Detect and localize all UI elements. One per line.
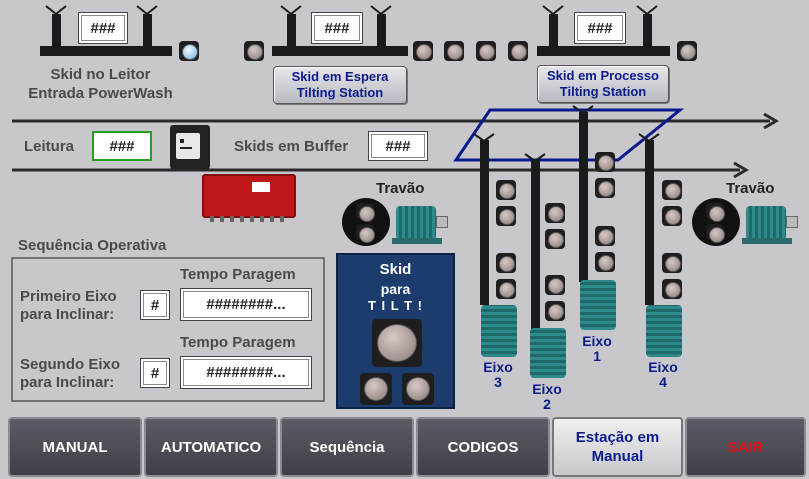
axis4-label: Eixo 4	[643, 360, 683, 390]
buffer-lamp-3	[508, 41, 528, 61]
axis1-motor-icon	[580, 280, 616, 330]
time-header-2: Tempo Paragem	[180, 334, 296, 351]
second-time-input[interactable]: ########...	[180, 356, 312, 389]
axis4-sensor-top	[662, 180, 682, 200]
first-axis-label-line2: para Inclinar:	[20, 306, 115, 323]
station1-label-line2: Entrada PowerWash	[28, 85, 173, 102]
axis2-sensor-2	[545, 229, 565, 249]
first-axis-input[interactable]: #	[140, 290, 170, 320]
axis4-label-name: Eixo	[648, 359, 678, 375]
nav-sair-button[interactable]: SAIR	[685, 417, 806, 477]
tilt-panel: Skid para T I L T !	[336, 253, 455, 409]
axis2-label: Eixo 2	[527, 382, 567, 412]
second-axis-label: Segundo Eixo para Inclinar:	[20, 356, 120, 392]
axis2-label-name: Eixo	[532, 381, 562, 397]
station3-button[interactable]: Skid em Processo Tilting Station	[537, 65, 669, 103]
tilt-aux-button-left[interactable]	[360, 373, 392, 405]
station1-lamp	[179, 41, 199, 61]
station3-skid-id: ###	[574, 12, 626, 44]
first-time-input[interactable]: ########...	[180, 288, 312, 321]
axis4-sensor-4	[662, 279, 682, 299]
nav-estacao-line2: Manual	[591, 448, 644, 465]
station1-skid-id: ###	[78, 12, 128, 44]
nav-codigos-button[interactable]: CODIGOS	[416, 417, 550, 477]
controller-unit-icon	[202, 174, 296, 222]
axis3-sensor-4	[496, 279, 516, 299]
axis1-sensor-2	[595, 178, 615, 198]
buffer-label: Skids em Buffer	[234, 138, 349, 155]
axis1-sensor-top	[595, 152, 615, 172]
first-axis-label-line1: Primeiro Eixo	[20, 288, 117, 305]
axis1-sensor-4	[595, 252, 615, 272]
axis2-sensor-top	[545, 203, 565, 223]
tilt-panel-line1: Skid	[379, 261, 412, 278]
nav-automatico-button[interactable]: AUTOMATICO	[144, 417, 278, 477]
axis4-label-number: 4	[659, 374, 667, 390]
nav-estacao-manual-button[interactable]: Estação em Manual	[552, 417, 683, 477]
tilt-button[interactable]	[372, 319, 422, 367]
axis2-motor-icon	[530, 328, 566, 378]
axis4-sensor-2	[662, 206, 682, 226]
second-axis-label-line1: Segundo Eixo	[20, 356, 121, 373]
station2-skid-id: ###	[311, 12, 363, 44]
station2-lamp-right	[413, 41, 433, 61]
axis3-sensor-top	[496, 180, 516, 200]
brake-right-disc	[692, 198, 740, 246]
axis1-label: Eixo 1	[577, 334, 617, 364]
station1-label: Skid no Leitor Entrada PowerWash	[18, 65, 183, 103]
brake-right-label: Travão	[726, 180, 775, 197]
axis1-label-number: 1	[593, 348, 601, 364]
axis3-motor-icon	[481, 305, 517, 357]
time-header-1: Tempo Paragem	[180, 266, 296, 283]
brake-left-motor-icon	[392, 202, 450, 246]
nav-manual-button[interactable]: MANUAL	[8, 417, 142, 477]
station2-lamp-left	[244, 41, 264, 61]
sequence-title: Sequência Operativa	[18, 237, 167, 254]
axis4-sensor-3	[662, 253, 682, 273]
second-axis-label-line2: para Inclinar:	[20, 374, 115, 391]
axis4-motor-icon	[646, 305, 682, 357]
axis3-sensor-3	[496, 253, 516, 273]
buffer-value: ###	[368, 131, 428, 161]
axis3-sensor-2	[496, 206, 516, 226]
axis3-label: Eixo 3	[478, 360, 518, 390]
station2-label-line1: Skid em Espera	[291, 69, 389, 84]
axis2-sensor-4	[545, 301, 565, 321]
brake-right-motor-icon	[742, 202, 800, 246]
nav-estacao-line1: Estação em	[575, 429, 660, 446]
axis1-sensor-3	[595, 226, 615, 246]
tilt-panel-line3: T I L T !	[368, 298, 423, 313]
buffer-lamp-1	[444, 41, 464, 61]
station3-label-line2: Tilting Station	[559, 84, 647, 99]
brake-left-disc	[342, 198, 390, 246]
station3-label-line1: Skid em Processo	[547, 68, 659, 83]
axis2-sensor-3	[545, 275, 565, 295]
tilt-panel-line2: para	[380, 281, 411, 297]
station3-lamp	[677, 41, 697, 61]
barcode-reader-icon	[170, 125, 210, 169]
axis1-label-name: Eixo	[582, 333, 612, 349]
station1-label-line1: Skid no Leitor	[50, 66, 151, 83]
first-axis-label: Primeiro Eixo para Inclinar:	[20, 288, 117, 324]
reading-label: Leitura	[24, 138, 75, 155]
reading-value: ###	[92, 131, 152, 161]
station2-label-line2: Tilting Station	[296, 85, 384, 100]
axis2-label-number: 2	[543, 396, 551, 412]
brake-left-label: Travão	[376, 180, 425, 197]
buffer-lamp-2	[476, 41, 496, 61]
second-axis-input[interactable]: #	[140, 358, 170, 388]
axis3-label-number: 3	[494, 374, 502, 390]
tilt-aux-button-right[interactable]	[402, 373, 434, 405]
nav-sequencia-button[interactable]: Sequência	[280, 417, 414, 477]
station2-button[interactable]: Skid em Espera Tilting Station	[273, 66, 407, 104]
axis3-label-name: Eixo	[483, 359, 513, 375]
